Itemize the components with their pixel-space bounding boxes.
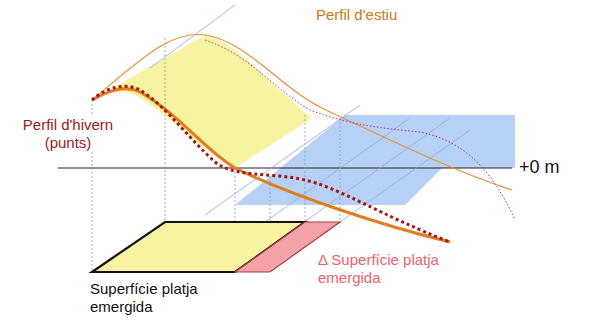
- sea-level-label: +0 m: [519, 157, 589, 178]
- winter-profile-front: [92, 86, 450, 242]
- summer-profile-label: Perfil d'estiu: [316, 6, 456, 24]
- sea-level-line: [58, 167, 512, 168]
- summer-profile-back: [92, 34, 512, 190]
- winter-profile-label: Perfil d'hivern (punts): [4, 116, 132, 152]
- perspective-lines: [150, 5, 470, 225]
- winter-profile-back: [205, 40, 515, 220]
- emerged-surface-label: Superfície platja emergida: [90, 280, 220, 316]
- delta-surface-label: Δ Superfície platja emergida: [318, 251, 468, 287]
